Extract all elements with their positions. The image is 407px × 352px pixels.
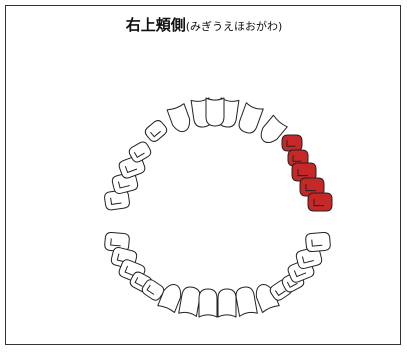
tooth-crown <box>144 120 168 142</box>
tooth-groove <box>150 130 161 138</box>
diagram-title: 右上頬側(みぎうえほおがわ) <box>6 14 402 35</box>
tooth-groove <box>313 199 324 207</box>
tooth-crown <box>281 134 303 152</box>
tooth-groove <box>133 151 145 158</box>
tooth-upper-left-premolar-2[interactable] <box>127 140 152 164</box>
tooth-crown <box>255 283 280 313</box>
tooth-groove <box>146 284 155 295</box>
tooth-lower-right-lateral-incisor[interactable] <box>235 286 258 317</box>
tooth-lower-left-lateral-incisor[interactable] <box>178 286 202 317</box>
title-main: 右上頬側 <box>125 16 186 34</box>
tooth-groove <box>134 277 143 287</box>
tooth-lower-left-canine[interactable] <box>157 282 184 313</box>
tooth-groove <box>301 256 314 264</box>
tooth-crown <box>178 286 201 317</box>
tooth-groove <box>293 270 307 278</box>
tooth-groove <box>124 265 135 277</box>
tooth-crown <box>305 231 331 253</box>
tooth-crown <box>166 103 191 133</box>
tooth-groove <box>274 290 286 297</box>
tooth-groove <box>311 239 323 247</box>
tooth-upper-left-canine[interactable] <box>166 103 193 135</box>
tooth-lower-right-canine[interactable] <box>253 282 280 313</box>
diagram-frame: 右上頬側(みぎうえほおがわ) <box>5 5 401 345</box>
tooth-crown <box>217 288 237 318</box>
tooth-lower-left-central-incisor[interactable] <box>198 288 218 318</box>
tooth-crown <box>235 286 258 317</box>
tooth-crown <box>260 114 288 144</box>
tooth-upper-right-premolar-1[interactable] <box>281 134 303 152</box>
tooth-groove <box>117 181 130 189</box>
tooth-groove <box>305 184 316 192</box>
upper-arch <box>104 97 333 212</box>
tooth-crown <box>307 192 333 212</box>
tooth-upper-right-central-incisor[interactable] <box>205 97 225 127</box>
tooth-groove <box>110 238 121 247</box>
tooth-upper-right-canine[interactable] <box>257 114 288 146</box>
tooth-groove <box>124 166 138 174</box>
tooth-upper-right-lateral-incisor[interactable] <box>237 102 264 135</box>
tooth-groove <box>292 155 302 162</box>
tooth-lower-right-central-incisor[interactable] <box>217 288 237 318</box>
tooth-groove <box>286 140 296 147</box>
title-reading: (みぎうえほおがわ) <box>185 20 283 33</box>
tooth-crown <box>128 141 152 163</box>
tooth-groove <box>286 281 298 288</box>
tooth-crown <box>205 97 225 127</box>
tooth-lower-right-molar-3[interactable] <box>305 231 331 253</box>
tooth-upper-left-premolar-1[interactable] <box>143 118 169 143</box>
tooth-crown <box>238 102 264 134</box>
tooth-groove <box>297 169 308 177</box>
tooth-crown <box>157 283 182 313</box>
lower-arch <box>104 231 331 318</box>
tooth-groove <box>110 197 122 205</box>
tooth-crown <box>198 288 218 318</box>
tooth-upper-right-molar-3[interactable] <box>307 192 333 212</box>
